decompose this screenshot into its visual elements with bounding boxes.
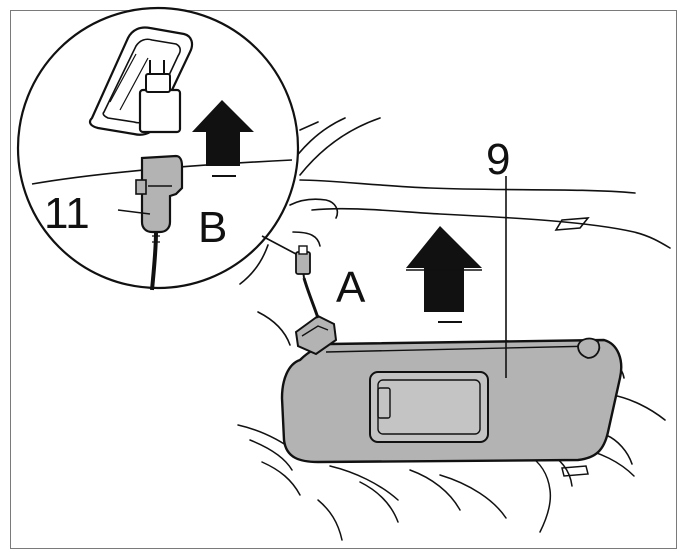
leader-line-11 <box>117 209 151 215</box>
connector-small <box>295 245 311 275</box>
headliner-outline <box>239 117 671 465</box>
vanity-mirror <box>369 371 489 443</box>
arrow-up-icon <box>406 226 482 323</box>
visor-wire <box>302 277 320 319</box>
arrow-up-icon <box>192 100 254 177</box>
callout-9: 9 <box>486 135 510 184</box>
sun-visor <box>280 314 623 464</box>
callout-11: 11 <box>44 189 90 238</box>
callout-b: B <box>198 203 227 252</box>
callout-a: A <box>336 263 366 312</box>
detail-magnifier <box>16 6 300 291</box>
